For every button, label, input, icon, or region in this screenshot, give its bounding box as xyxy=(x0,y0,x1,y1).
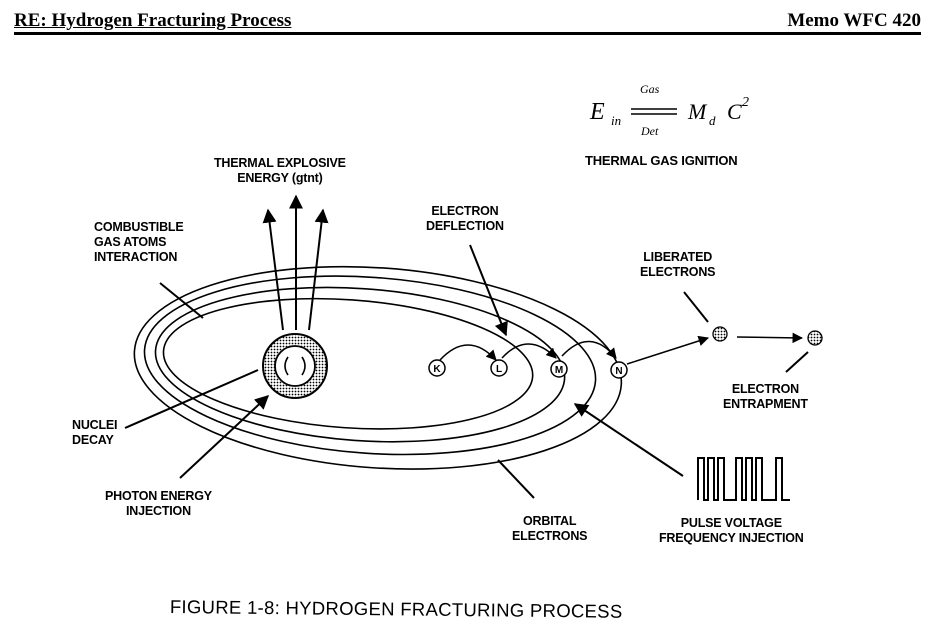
thermal-gas-ignition-label: THERMAL GAS IGNITION xyxy=(585,153,738,168)
figure-caption: FIGURE 1-8: HYDROGEN FRACTURING PROCESS xyxy=(169,596,623,622)
photon-energy-label: PHOTON ENERGY INJECTION xyxy=(105,489,212,518)
deflection-hops xyxy=(439,340,617,361)
electron-l xyxy=(490,359,508,377)
eq-exp: 2 xyxy=(742,95,749,110)
leader-entrapment xyxy=(785,351,809,373)
memo-number: Memo WFC 420 xyxy=(787,10,921,31)
electron-entrapment-label: ELECTRON ENTRAPMENT xyxy=(723,382,808,411)
eq-gas: Gas xyxy=(640,82,660,96)
orbit-2 xyxy=(154,286,566,443)
thermal-arrow-left xyxy=(262,208,284,331)
electron-n-label: N xyxy=(615,366,622,377)
eq-c: C xyxy=(727,99,742,124)
arrow-n-to-free xyxy=(626,335,709,365)
orbit-3 xyxy=(143,275,597,456)
nucleus-core xyxy=(274,345,316,387)
memo-subject: RE: Hydrogen Fracturing Process xyxy=(14,10,292,31)
combustible-label: COMBUSTIBLE GAS ATOMS INTERACTION xyxy=(94,220,184,264)
hop-k-l xyxy=(439,344,497,361)
leader-pulse xyxy=(573,403,684,477)
electron-k-label: K xyxy=(433,364,441,375)
eq-sub-d: d xyxy=(709,113,716,128)
liberated-electrons-label: LIBERATED ELECTRONS xyxy=(640,250,716,279)
energy-equation: E in Gas Det M d C 2 xyxy=(589,82,749,138)
electron-deflection-label: ELECTRON DEFLECTION xyxy=(426,204,504,233)
header-rule xyxy=(14,32,921,35)
eq-m: M xyxy=(687,99,708,124)
thermal-arrow-right xyxy=(308,208,329,331)
thermal-explosive-label: THERMAL EXPLOSIVE ENERGY (gtnt) xyxy=(214,156,346,185)
liberated-electron xyxy=(712,326,728,342)
orbit-outer xyxy=(133,265,623,470)
eq-sub-in: in xyxy=(611,113,621,128)
leader-lines xyxy=(124,244,809,499)
eq-det: Det xyxy=(640,124,659,138)
hop-m-n xyxy=(561,340,617,359)
liberated-electron-path xyxy=(626,326,823,365)
electron-k xyxy=(428,359,446,377)
orbit-inner xyxy=(162,297,534,430)
shell-electrons: K L M N xyxy=(428,359,628,379)
eq-e: E xyxy=(589,99,605,125)
leader-combustible xyxy=(159,282,204,319)
leader-nuclei xyxy=(124,369,259,429)
thermal-arrows xyxy=(262,194,329,331)
leader-deflection xyxy=(469,244,508,337)
leader-orbital xyxy=(497,459,535,499)
orbital-electrons-label: ORBITAL ELECTRONS xyxy=(512,514,588,543)
pulse-waveform xyxy=(697,457,790,501)
electron-l-label: L xyxy=(496,364,502,375)
nucleus-wave-icon xyxy=(284,356,306,376)
electron-m-label: M xyxy=(555,365,563,376)
atom-orbits xyxy=(133,265,623,470)
nucleus xyxy=(262,333,328,399)
nuclei-decay-label: NUCLEI DECAY xyxy=(72,418,118,447)
arrow-free-to-trap xyxy=(736,332,804,344)
hop-l-m xyxy=(501,343,557,359)
leader-photon xyxy=(179,395,270,479)
pulse-voltage-label: PULSE VOLTAGE FREQUENCY INJECTION xyxy=(659,516,804,545)
electron-m xyxy=(550,360,568,378)
leader-liberated xyxy=(683,291,709,323)
electron-n xyxy=(610,361,628,379)
trapped-electron xyxy=(807,330,823,346)
